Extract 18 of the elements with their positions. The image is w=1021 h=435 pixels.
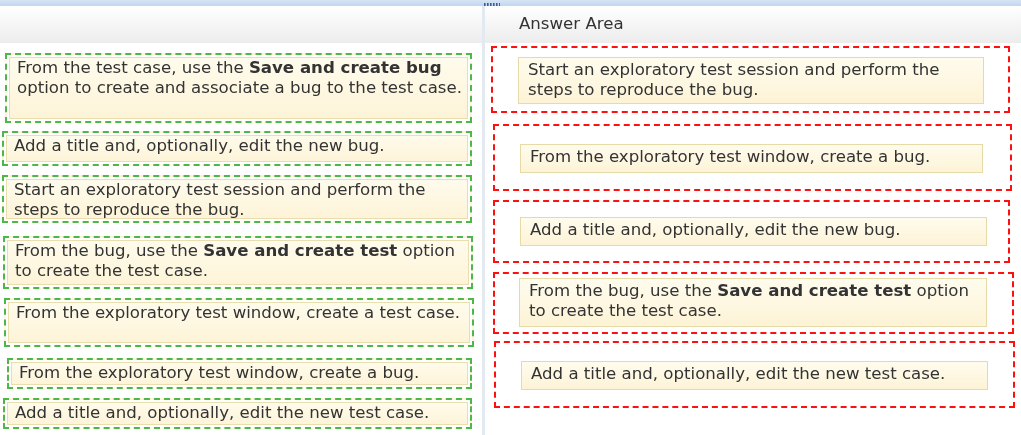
- answer-option-tile: Start an exploratory test session and perform the steps to reproduce the bug.: [2, 175, 472, 223]
- placed-answer-tile: Add a title and, optionally, edit the new bug.: [520, 217, 987, 246]
- answer-option-tile: From the exploratory test window, create a test case.: [4, 298, 474, 347]
- panel-heading: Answer Area: [519, 14, 624, 34]
- answer-option-tile: Add a title and, optionally, edit the new test case.: [3, 398, 472, 429]
- answer-option-tile: Add a title and, optionally, edit the new bug.: [2, 131, 472, 166]
- placed-answer-tile: Start an exploratory test session and perform the steps to reproduce the bug.: [518, 57, 984, 104]
- placed-answer-tile: From the bug, use the Save and create test option to create the test case.: [519, 278, 987, 327]
- drop-zone: [493, 272, 1014, 334]
- placed-answer-tile: From the exploratory test window, create a bug.: [520, 144, 983, 173]
- drop-zone: [493, 200, 1010, 263]
- answer-option-tile: From the exploratory test window, create a bug.: [7, 358, 472, 389]
- answer-option-tile: From the test case, use the Save and create bug option to create and associate a bug to the test case.: [5, 53, 472, 123]
- drop-zone: [493, 124, 1012, 191]
- drop-zone: [494, 341, 1015, 408]
- drop-zone: [491, 46, 1010, 113]
- placed-answer-tile: Add a title and, optionally, edit the new test case.: [521, 361, 988, 390]
- answer-option-tile: From the bug, use the Save and create test option to create the test case.: [3, 236, 473, 289]
